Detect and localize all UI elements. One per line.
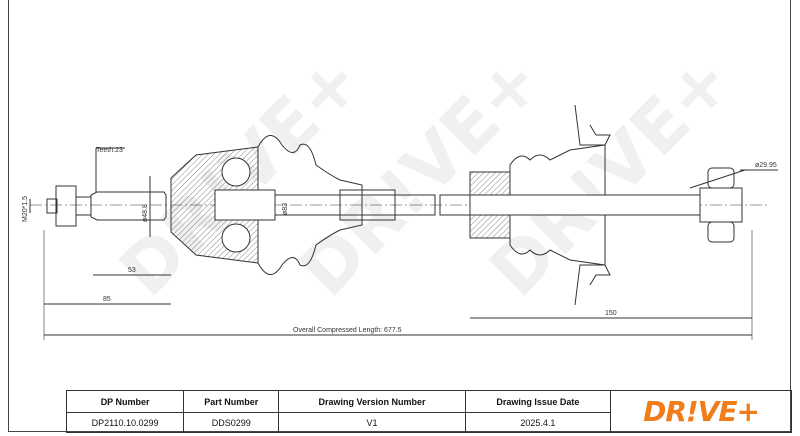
- dim-53-label: 53: [128, 267, 136, 274]
- title-block: DP Number Part Number Drawing Version Nu…: [65, 390, 792, 433]
- outer-boot: [257, 135, 363, 275]
- drive-shaft-drawing: DR!VE+ DR!VE+ DR!VE+: [22, 39, 778, 340]
- header-part-number: Part Number: [183, 390, 280, 413]
- spline-diameter-label: ø48.8: [142, 204, 149, 222]
- overall-length-label: Overall Compressed Length: 677.5: [293, 327, 402, 334]
- thread-stub: [46, 198, 58, 214]
- stub-diameter-label: ø29.95: [755, 162, 777, 169]
- shaft-left: [274, 194, 436, 216]
- header-issue-date: Drawing Issue Date: [464, 390, 612, 413]
- thread-label: M20*1.5: [22, 196, 29, 222]
- dp-number-value: DP2110.10.0299: [65, 412, 185, 433]
- teeth-label: Teeth:23: [96, 147, 123, 154]
- logo-text: DR!VE+: [643, 395, 760, 428]
- dim-85-label: 85: [103, 296, 111, 303]
- dim-150-label: 150: [605, 310, 617, 317]
- boot-diameter-label: ø83: [282, 203, 289, 215]
- header-dp-number: DP Number: [65, 390, 185, 413]
- spline-shaft: [90, 191, 167, 221]
- brand-logo: DR!VE+: [610, 390, 792, 433]
- part-number-value: DDS0299: [183, 412, 280, 433]
- issue-date-value: 2025.4.1: [464, 412, 612, 433]
- drawing-version-value: V1: [278, 412, 466, 433]
- nut: [55, 185, 77, 227]
- dimension-labels: Teeth:23 M20*1.5 ø48.8 ø83 ø29.95 53 85 …: [22, 147, 777, 334]
- header-drawing-version: Drawing Version Number: [278, 390, 466, 413]
